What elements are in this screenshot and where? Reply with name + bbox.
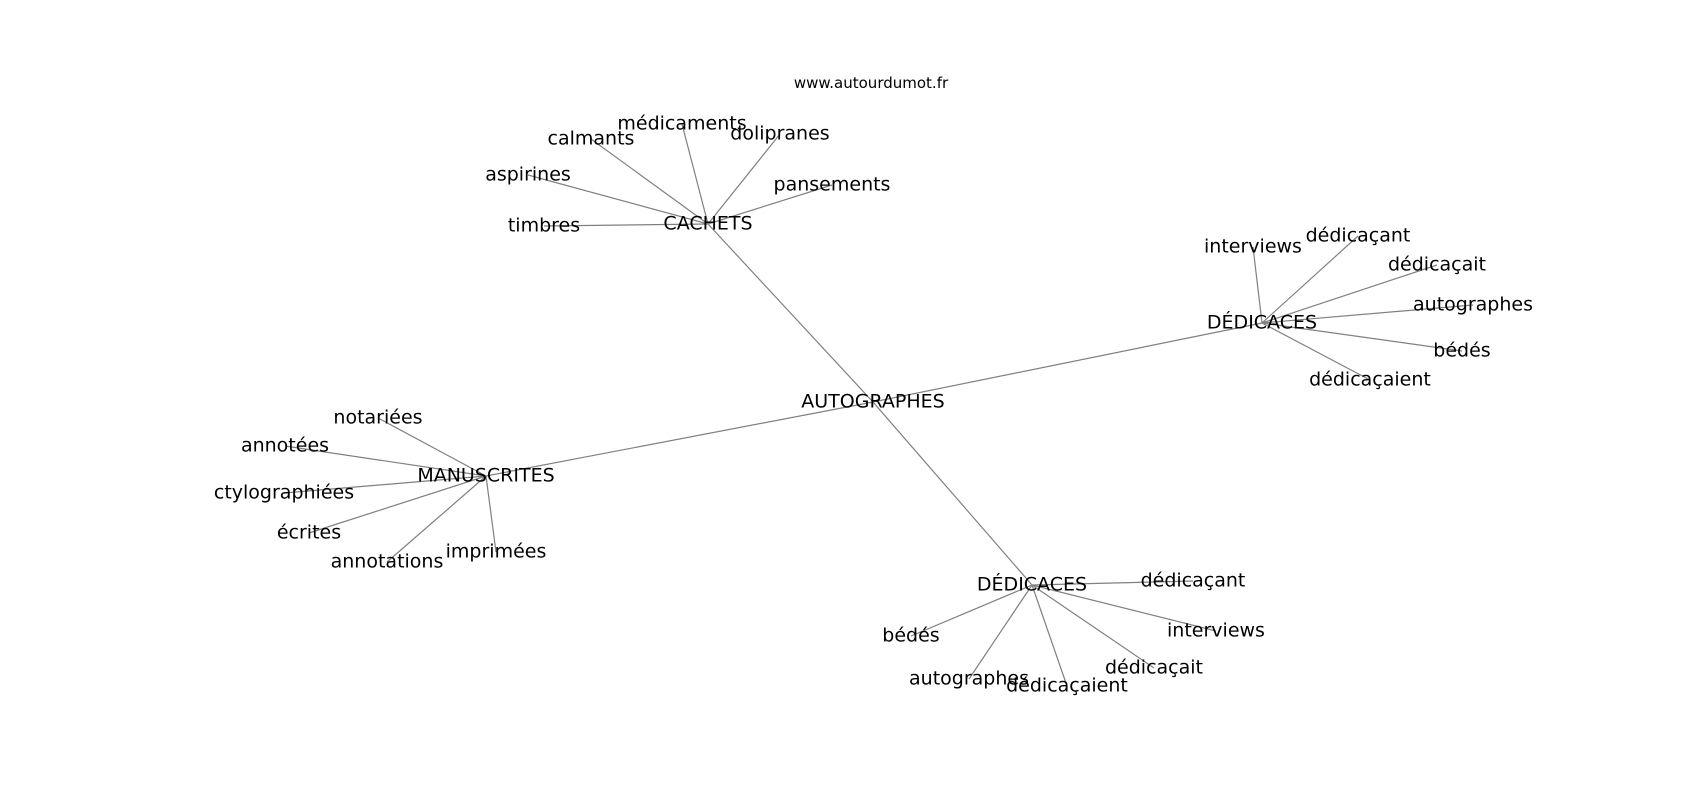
leaf-label-dedicaces-1-5: dédicaçaient — [1309, 369, 1431, 391]
edge-dedicaces-2-1 — [1031, 584, 1217, 632]
edge-cachets-4 — [707, 184, 833, 225]
edge-cachets-3 — [527, 174, 709, 225]
leaf-label-dedicaces-2-5: dédicaçaient — [1006, 675, 1128, 697]
edge-dedicaces-2-4 — [968, 584, 1033, 680]
leaf-label-dedicaces-1-1: dédicaçant — [1306, 225, 1411, 247]
leaf-label-manuscrites-4: annotations — [331, 551, 444, 573]
edge-cachets-5 — [543, 223, 709, 227]
edges — [283, 123, 1474, 687]
edge-root-cachets — [707, 223, 874, 403]
edge-dedicaces-2-5 — [1031, 584, 1068, 687]
hub-label-cachets: CACHETS — [663, 213, 752, 235]
edge-root-manuscrites — [485, 401, 874, 477]
leaf-label-manuscrites-5: imprimées — [446, 541, 547, 563]
leaf-label-dedicaces-1-3: autographes — [1413, 294, 1533, 316]
leaf-label-dedicaces-2-2: bédés — [882, 625, 939, 647]
edge-cachets-2 — [707, 133, 781, 225]
leaf-label-manuscrites-0: notariées — [333, 407, 422, 429]
edge-dedicaces-1-5 — [1261, 322, 1371, 381]
edge-manuscrites-1 — [284, 445, 487, 477]
hub-label-manuscrites: MANUSCRITES — [417, 465, 554, 487]
edge-manuscrites-4 — [386, 475, 487, 563]
leaf-label-cachets-4: pansements — [774, 174, 891, 196]
leaf-label-dedicaces-1-2: dédicaçait — [1388, 254, 1486, 276]
edge-root-dedicaces-2 — [872, 401, 1033, 586]
leaf-label-cachets-5: timbres — [508, 215, 580, 237]
edge-dedicaces-2-0 — [1031, 580, 1194, 586]
edge-dedicaces-1-0 — [1252, 246, 1263, 324]
leaf-label-dedicaces-2-4: autographes — [909, 668, 1029, 690]
leaf-label-dedicaces-2-3: dédicaçait — [1105, 657, 1203, 679]
source-label: www.autourdumot.fr — [794, 74, 949, 92]
hub-label-dedicaces-1: DÉDICACES — [1207, 311, 1317, 334]
edge-manuscrites-2 — [283, 475, 487, 494]
leaf-label-dedicaces-2-1: interviews — [1167, 620, 1265, 642]
edge-dedicaces-2-2 — [910, 584, 1033, 637]
edge-dedicaces-1-3 — [1261, 304, 1474, 324]
leaf-label-dedicaces-1-0: interviews — [1204, 236, 1302, 258]
edge-cachets-1 — [590, 138, 709, 225]
leaf-label-dedicaces-2-0: dédicaçant — [1141, 570, 1246, 592]
leaf-label-manuscrites-3: écrites — [277, 522, 341, 544]
edge-manuscrites-0 — [377, 417, 487, 477]
leaf-label-cachets-1: calmants — [548, 128, 635, 150]
leaf-label-cachets-2: dolipranes — [730, 123, 829, 145]
edge-dedicaces-2-3 — [1031, 584, 1155, 669]
hub-label-dedicaces-2: DÉDICACES — [977, 573, 1087, 596]
leaf-label-dedicaces-1-4: bédés — [1433, 340, 1490, 362]
edge-cachets-0 — [681, 123, 709, 225]
leaf-label-cachets-3: aspirines — [485, 164, 571, 186]
leaf-label-manuscrites-2: ctylographiées — [214, 482, 354, 504]
edge-dedicaces-1-2 — [1261, 264, 1438, 324]
leaf-label-cachets-0: médicaments — [617, 113, 746, 135]
edge-root-dedicaces-1 — [872, 322, 1263, 403]
edge-manuscrites-5 — [485, 475, 497, 553]
root-label: AUTOGRAPHES — [801, 391, 944, 413]
leaf-label-manuscrites-1: annotées — [241, 435, 329, 457]
edge-dedicaces-1-1 — [1261, 235, 1359, 324]
edge-manuscrites-3 — [308, 475, 487, 534]
edge-dedicaces-1-4 — [1261, 322, 1463, 352]
